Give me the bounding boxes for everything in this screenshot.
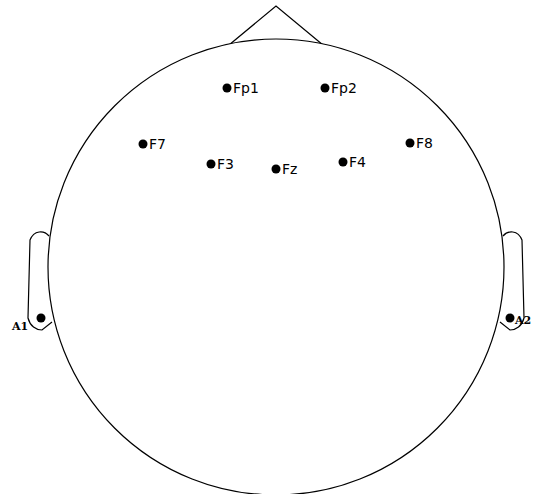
electrode-label: F3 <box>217 157 234 171</box>
electrode-label: F7 <box>149 137 166 151</box>
electrode-dot <box>139 140 148 149</box>
ear-electrode-label: A1 <box>12 321 28 332</box>
head <box>48 39 504 494</box>
electrode-label: F8 <box>416 136 433 150</box>
electrode-label: Fp1 <box>233 81 259 95</box>
electrode-label: F4 <box>349 155 366 169</box>
electrode-dot <box>272 165 281 174</box>
electrode-dot <box>223 84 232 93</box>
electrode-label: Fp2 <box>331 81 357 95</box>
electrode-dot <box>506 314 515 323</box>
electrode-dot <box>406 139 415 148</box>
electrode-dot <box>207 160 216 169</box>
electrode-label: Fz <box>282 162 297 176</box>
ear-electrode-label: A2 <box>515 315 531 326</box>
electrode-dot <box>321 84 330 93</box>
electrode-dot <box>37 314 46 323</box>
electrode-dot <box>339 158 348 167</box>
